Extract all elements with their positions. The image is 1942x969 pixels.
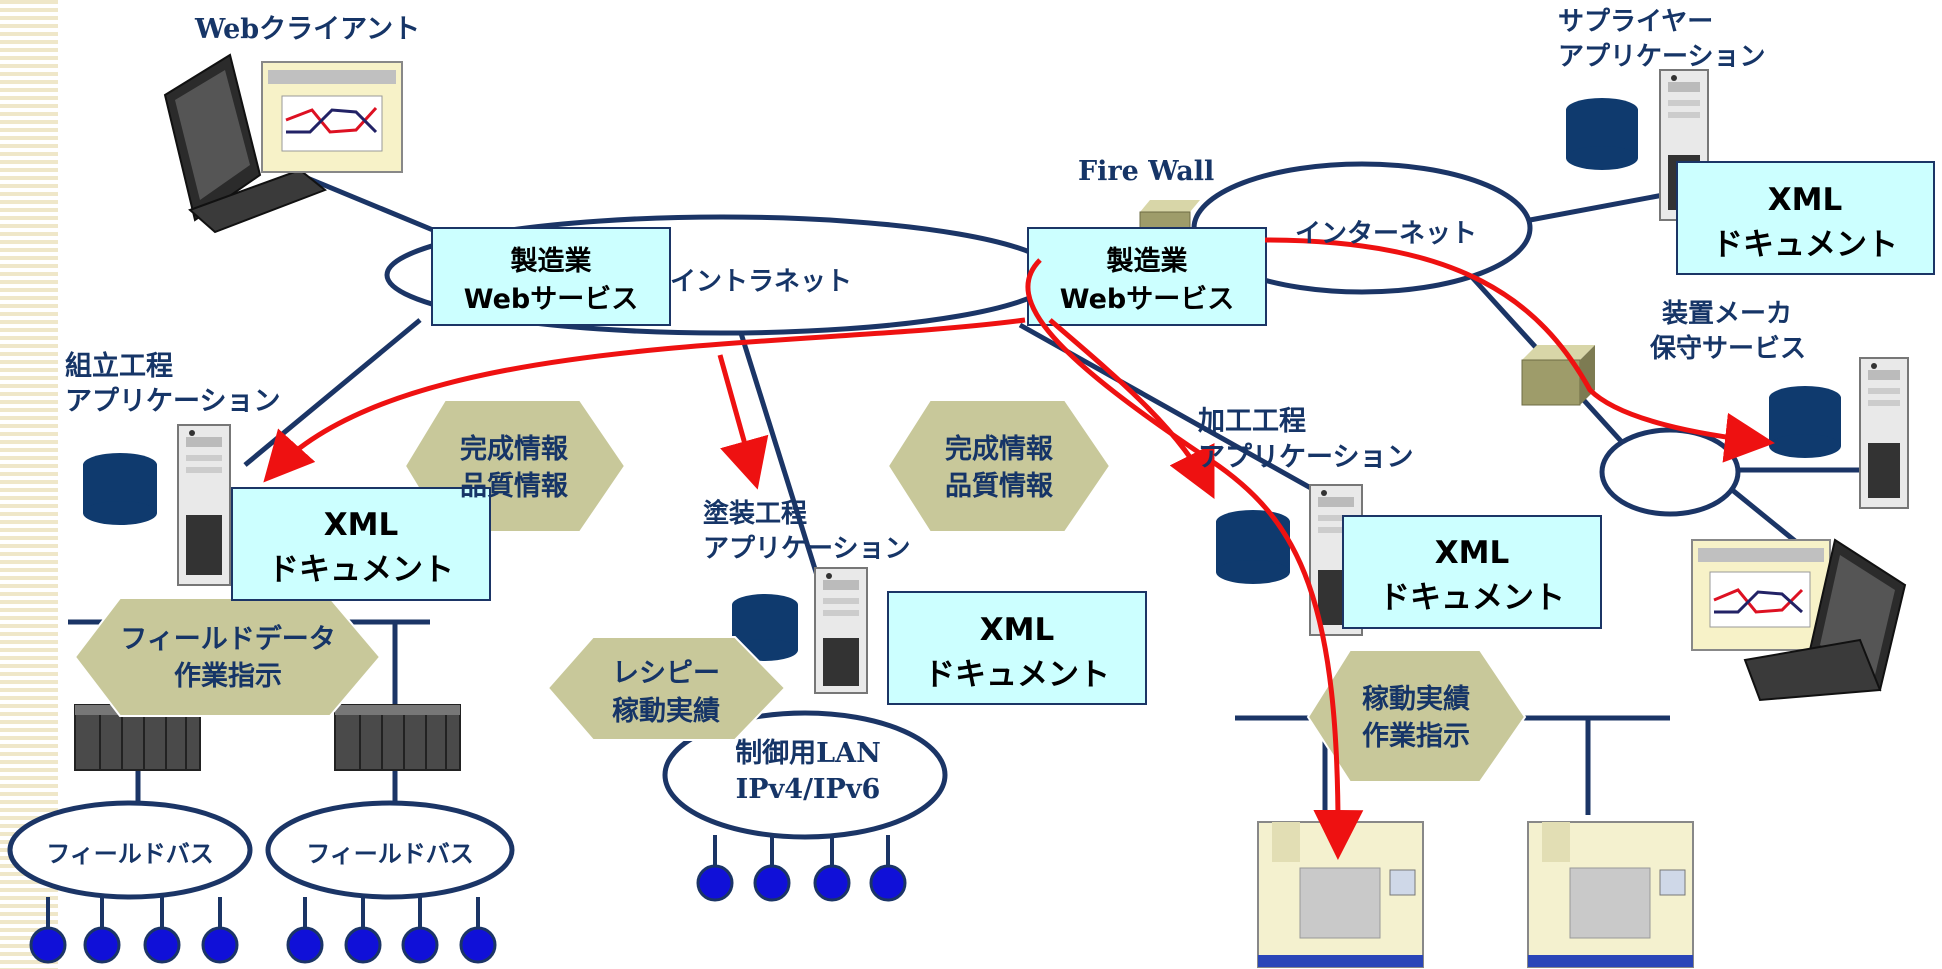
machine-tool-icon bbox=[1527, 821, 1694, 968]
xml-machining-line1: XML bbox=[1435, 535, 1510, 571]
decorative-stripe-band bbox=[0, 0, 58, 969]
supplier-label-line1: サプライヤー bbox=[1558, 7, 1713, 37]
node-icon bbox=[344, 926, 382, 964]
fieldbus-nodes bbox=[46, 835, 890, 930]
xml-paint-line2: ドキュメント bbox=[924, 657, 1110, 693]
operation-arrow bbox=[1306, 649, 1527, 783]
node-icon bbox=[201, 926, 239, 964]
xml-box-machining bbox=[1342, 515, 1602, 629]
complete-info-arrow-right bbox=[886, 399, 1112, 533]
xml-paint-line1: XML bbox=[980, 612, 1055, 648]
firewall-icon bbox=[1521, 345, 1595, 406]
control-lan-label-line1: 制御用LAN bbox=[735, 738, 881, 769]
database-icon bbox=[83, 453, 157, 525]
network-nodes bbox=[29, 864, 907, 964]
laptop-icon bbox=[163, 53, 403, 234]
fieldbus-left-ellipse bbox=[7, 800, 253, 900]
xml-assembly-line1: XML bbox=[324, 507, 399, 543]
field-data-line1: フィールドデータ bbox=[120, 623, 335, 655]
xml-machining-line2: ドキュメント bbox=[1379, 580, 1565, 616]
flow-arrow-to-maker bbox=[1264, 237, 1775, 463]
data-flow-arrows bbox=[263, 237, 1775, 860]
complete-right-line2: 品質情報 bbox=[945, 471, 1054, 502]
internet-label: インターネット bbox=[1295, 219, 1477, 249]
machine-tool-icon bbox=[1257, 821, 1424, 968]
operation-line1: 稼動実績 bbox=[1362, 683, 1470, 715]
node-icon bbox=[401, 926, 439, 964]
node-icon bbox=[696, 864, 734, 902]
database-icon bbox=[1566, 98, 1638, 170]
operation-line2: 作業指示 bbox=[1362, 721, 1470, 752]
database-icon bbox=[732, 594, 798, 661]
maker-lan-ellipse bbox=[1599, 427, 1741, 517]
webservice-right-line2: Webサービス bbox=[1060, 284, 1234, 315]
flow-arrow-to-assembly bbox=[263, 317, 1026, 483]
machining-label-line2: アプリケーション bbox=[1198, 442, 1413, 473]
firewall-label: Fire Wall bbox=[1078, 156, 1214, 187]
maker-label-line2: 保守サービス bbox=[1649, 333, 1806, 364]
complete-left-line1: 完成情報 bbox=[460, 433, 569, 465]
complete-right-line1: 完成情報 bbox=[945, 433, 1054, 465]
xml-box-assembly bbox=[231, 487, 491, 601]
node-icon bbox=[869, 864, 907, 902]
xml-box-supplier bbox=[1676, 161, 1935, 275]
server-icon bbox=[177, 424, 231, 586]
machining-label-line1: 加工工程 bbox=[1198, 406, 1306, 437]
paint-label-line2: アプリケーション bbox=[703, 534, 910, 564]
laptop-icon bbox=[1691, 538, 1907, 702]
xml-assembly-line2: ドキュメント bbox=[268, 552, 454, 588]
webservice-left-line2: Webサービス bbox=[464, 284, 638, 315]
fieldbus-right-label: フィールドバス bbox=[306, 840, 474, 868]
database-icon bbox=[1216, 510, 1290, 584]
plc-icon bbox=[334, 704, 461, 771]
node-icon bbox=[813, 864, 851, 902]
supplier-label-line2: アプリケーション bbox=[1558, 42, 1765, 72]
assembly-label-line1: 組立工程 bbox=[65, 350, 173, 382]
control-lan-label-line2: IPv4/IPv6 bbox=[736, 774, 881, 805]
node-icon bbox=[286, 926, 324, 964]
node-icon bbox=[753, 864, 791, 902]
node-icon bbox=[143, 926, 181, 964]
database-icon bbox=[1769, 386, 1841, 458]
paint-label-line1: 塗装工程 bbox=[703, 498, 807, 529]
server-icon bbox=[1859, 357, 1909, 509]
flow-arrow-to-machine bbox=[1025, 258, 1364, 860]
recipe-line2: 稼動実績 bbox=[612, 695, 720, 727]
flow-arrow-to-paint bbox=[717, 354, 769, 490]
recipe-line1: レシピー bbox=[612, 658, 720, 689]
field-data-arrow bbox=[73, 597, 382, 717]
server-icon bbox=[814, 567, 868, 694]
node-icon bbox=[459, 926, 497, 964]
fieldbus-left-label: フィールドバス bbox=[46, 840, 214, 868]
recipe-arrow bbox=[546, 636, 787, 741]
fieldbus-right-ellipse bbox=[265, 800, 515, 900]
flow-arrow-to-machining bbox=[1048, 318, 1215, 499]
complete-left-line2: 品質情報 bbox=[460, 471, 569, 502]
web-client-label: Webクライアント bbox=[194, 14, 420, 45]
control-lan-ellipse bbox=[662, 710, 948, 840]
node-icon bbox=[29, 926, 67, 964]
webservice-left-line1: 製造業 bbox=[511, 246, 592, 277]
webservice-right-line1: 製造業 bbox=[1107, 246, 1188, 277]
intranet-label: イントラネット bbox=[670, 267, 852, 297]
xml-supplier-line2: ドキュメント bbox=[1712, 227, 1898, 263]
assembly-label-line2: アプリケーション bbox=[65, 386, 280, 417]
node-icon bbox=[83, 926, 121, 964]
field-data-line2: 作業指示 bbox=[174, 661, 282, 692]
webservice-box-right bbox=[1027, 227, 1267, 326]
xml-supplier-line1: XML bbox=[1768, 182, 1843, 218]
webservice-box-left bbox=[431, 227, 671, 326]
xml-box-paint bbox=[887, 591, 1147, 705]
maker-label-line1: 装置メーカ bbox=[1662, 299, 1792, 329]
